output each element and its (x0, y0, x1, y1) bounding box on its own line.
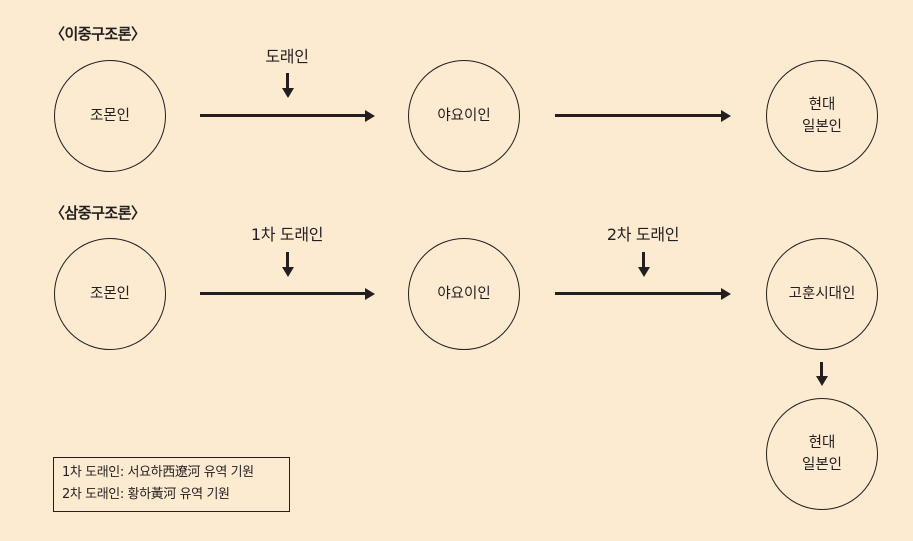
dual-structure-heading: 〈이중구조론〉 (50, 25, 146, 43)
node-kofun-people: 고훈시대인 (766, 238, 878, 350)
arrow-kofun-to-modern (815, 362, 828, 386)
node-yayoi-dual: 야요이인 (408, 60, 520, 172)
node-modern-japanese-triple: 현대 일본인 (766, 398, 878, 510)
migration2-label: 2차 도래인 (606, 225, 680, 244)
node-yayoi-triple: 야요이인 (408, 238, 520, 350)
arrow-yayoi-to-modern-dual (555, 109, 731, 122)
arrow-jomon-to-yayoi-dual (200, 109, 375, 122)
arrow-jomon-to-yayoi-triple (200, 287, 375, 300)
origin-note-line2: 2차 도래인: 황하黃河 유역 기원 (62, 487, 230, 502)
node-jomon-triple: 조몬인 (54, 238, 166, 350)
migration2-arrow (637, 252, 650, 277)
origin-note-line1: 1차 도래인: 서요하西遼河 유역 기원 (62, 465, 254, 480)
migration1-label: 1차 도래인 (250, 225, 324, 244)
node-modern-japanese-dual: 현대 일본인 (766, 60, 878, 172)
arrow-yayoi-to-kofun (555, 287, 731, 300)
migration1-arrow (281, 252, 294, 277)
migration-arrow-dual (281, 73, 294, 98)
migration-label-dual: 도래인 (265, 47, 309, 66)
triple-structure-heading: 〈삼중구조론〉 (50, 204, 146, 222)
node-jomon-dual: 조몬인 (54, 60, 166, 172)
origin-note-box: 1차 도래인: 서요하西遼河 유역 기원 2차 도래인: 황하黃河 유역 기원 (53, 457, 290, 512)
